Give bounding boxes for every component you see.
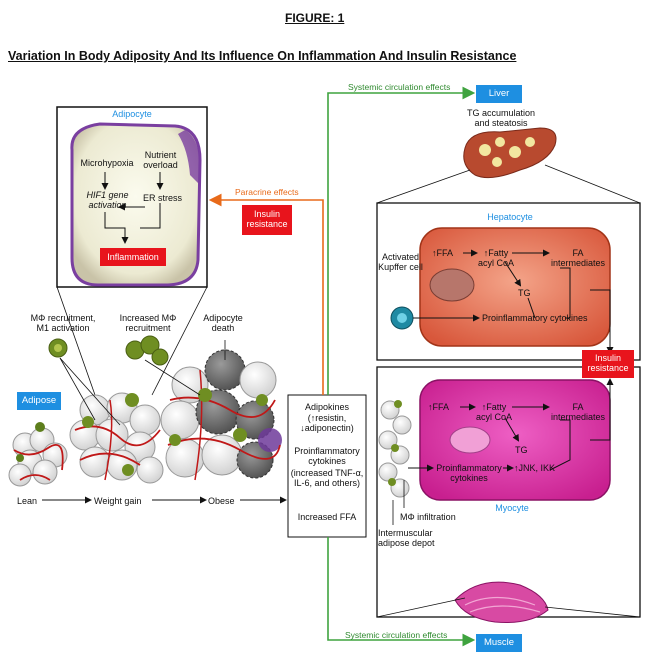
obese-adipose-cluster: [160, 349, 282, 481]
proinflammatory-label: Proinflammatory cytokines: [294, 446, 360, 466]
adipose-tag: Adipose: [17, 392, 61, 410]
m-phi-infiltration-label: MΦ infiltration: [400, 512, 456, 522]
increased-m-phi-label: Increased MΦ recruitment: [119, 313, 177, 333]
lean-adipose-cluster: [8, 422, 68, 487]
myo-fatty-acyl-label: ↑Fatty acyl CoA: [475, 402, 512, 422]
muscle-organ: [454, 581, 549, 623]
myocyte-tag: Myocyte: [495, 503, 529, 513]
adipocyte-tag: Adipocyte: [105, 108, 159, 121]
resistin-label: (↑resistin,: [307, 413, 347, 423]
kupffer-label: Activated Kupffer cell: [378, 252, 423, 272]
muscle-tag: Muscle: [476, 634, 522, 652]
macrophage-m1: [48, 338, 68, 358]
adipocyte-death-label: Adipocyte death: [203, 313, 243, 333]
insulin-resistance-mid-box: Insulin resistance: [242, 205, 292, 235]
hep-ffa-label: ↑FFA: [432, 248, 454, 258]
systemic-top-label: Systemic circulation effects: [348, 82, 451, 92]
hep-tg-label: TG: [518, 288, 531, 298]
microhypoxia-label: Microhypoxia: [80, 158, 134, 168]
hep-fatty-acyl-label: ↑Fatty acyl CoA: [477, 248, 514, 268]
adiponectin-label: ↓adiponectin): [300, 423, 354, 433]
jnk-ikk-label: ↑JNK, IKK: [514, 463, 556, 473]
nutrient-overload-label: Nutrient overload: [143, 150, 178, 170]
insulin-resistance-right-box: Insulin resistance: [582, 350, 634, 378]
lean-label: Lean: [17, 496, 38, 506]
liver-tag: Liver: [476, 85, 522, 103]
obese-label: Obese: [208, 496, 235, 506]
m-phi-recruitment-label: MΦ recruitment, M1 activation: [30, 313, 96, 333]
liver-organ: [463, 127, 557, 179]
tg-accumulation-label: TG accumulation and steatosis: [466, 108, 536, 128]
myo-ffa-label: ↑FFA: [428, 402, 450, 412]
inflammation-box: Inflammation: [100, 248, 166, 266]
paracrine-effects-label: Paracrine effects: [235, 187, 299, 197]
weight-gain-label: Weight gain: [94, 496, 142, 506]
intermuscular-fat: [378, 400, 412, 498]
myo-fa-intermediates-label: FA intermediates: [550, 402, 606, 422]
hep-cytokines-label: Proinflammatory cytokines: [482, 313, 588, 323]
weight-gain-adipose-cluster: [69, 392, 164, 484]
kupffer-cell: [390, 306, 414, 330]
macrophage-increased: [125, 335, 169, 366]
increased-ffa-label: Increased FFA: [297, 512, 357, 522]
myo-tg-label: TG: [515, 445, 528, 455]
figure-caption: Variation In Body Adiposity And Its Infl…: [8, 49, 517, 63]
hif1-activation-label: HIF1 gene activation: [86, 190, 129, 210]
myo-cytokines-label: Proinflammatory cytokines: [436, 463, 502, 483]
figure-label: FIGURE: 1: [285, 11, 345, 25]
factors-box: [287, 394, 367, 538]
er-stress-label: ER stress: [142, 193, 182, 203]
systemic-bottom-label: Systemic circulation effects: [345, 630, 448, 640]
hepatocyte-tag: Hepatocyte: [487, 212, 533, 222]
adipokines-label: Adipokines: [304, 402, 350, 412]
increased-cytokines-label: (increased TNF-α, IL-6, and others): [290, 468, 364, 488]
hep-fa-intermediates-label: FA intermediates: [550, 248, 606, 268]
intermuscular-label: Intermuscular adipose depot: [378, 528, 435, 548]
